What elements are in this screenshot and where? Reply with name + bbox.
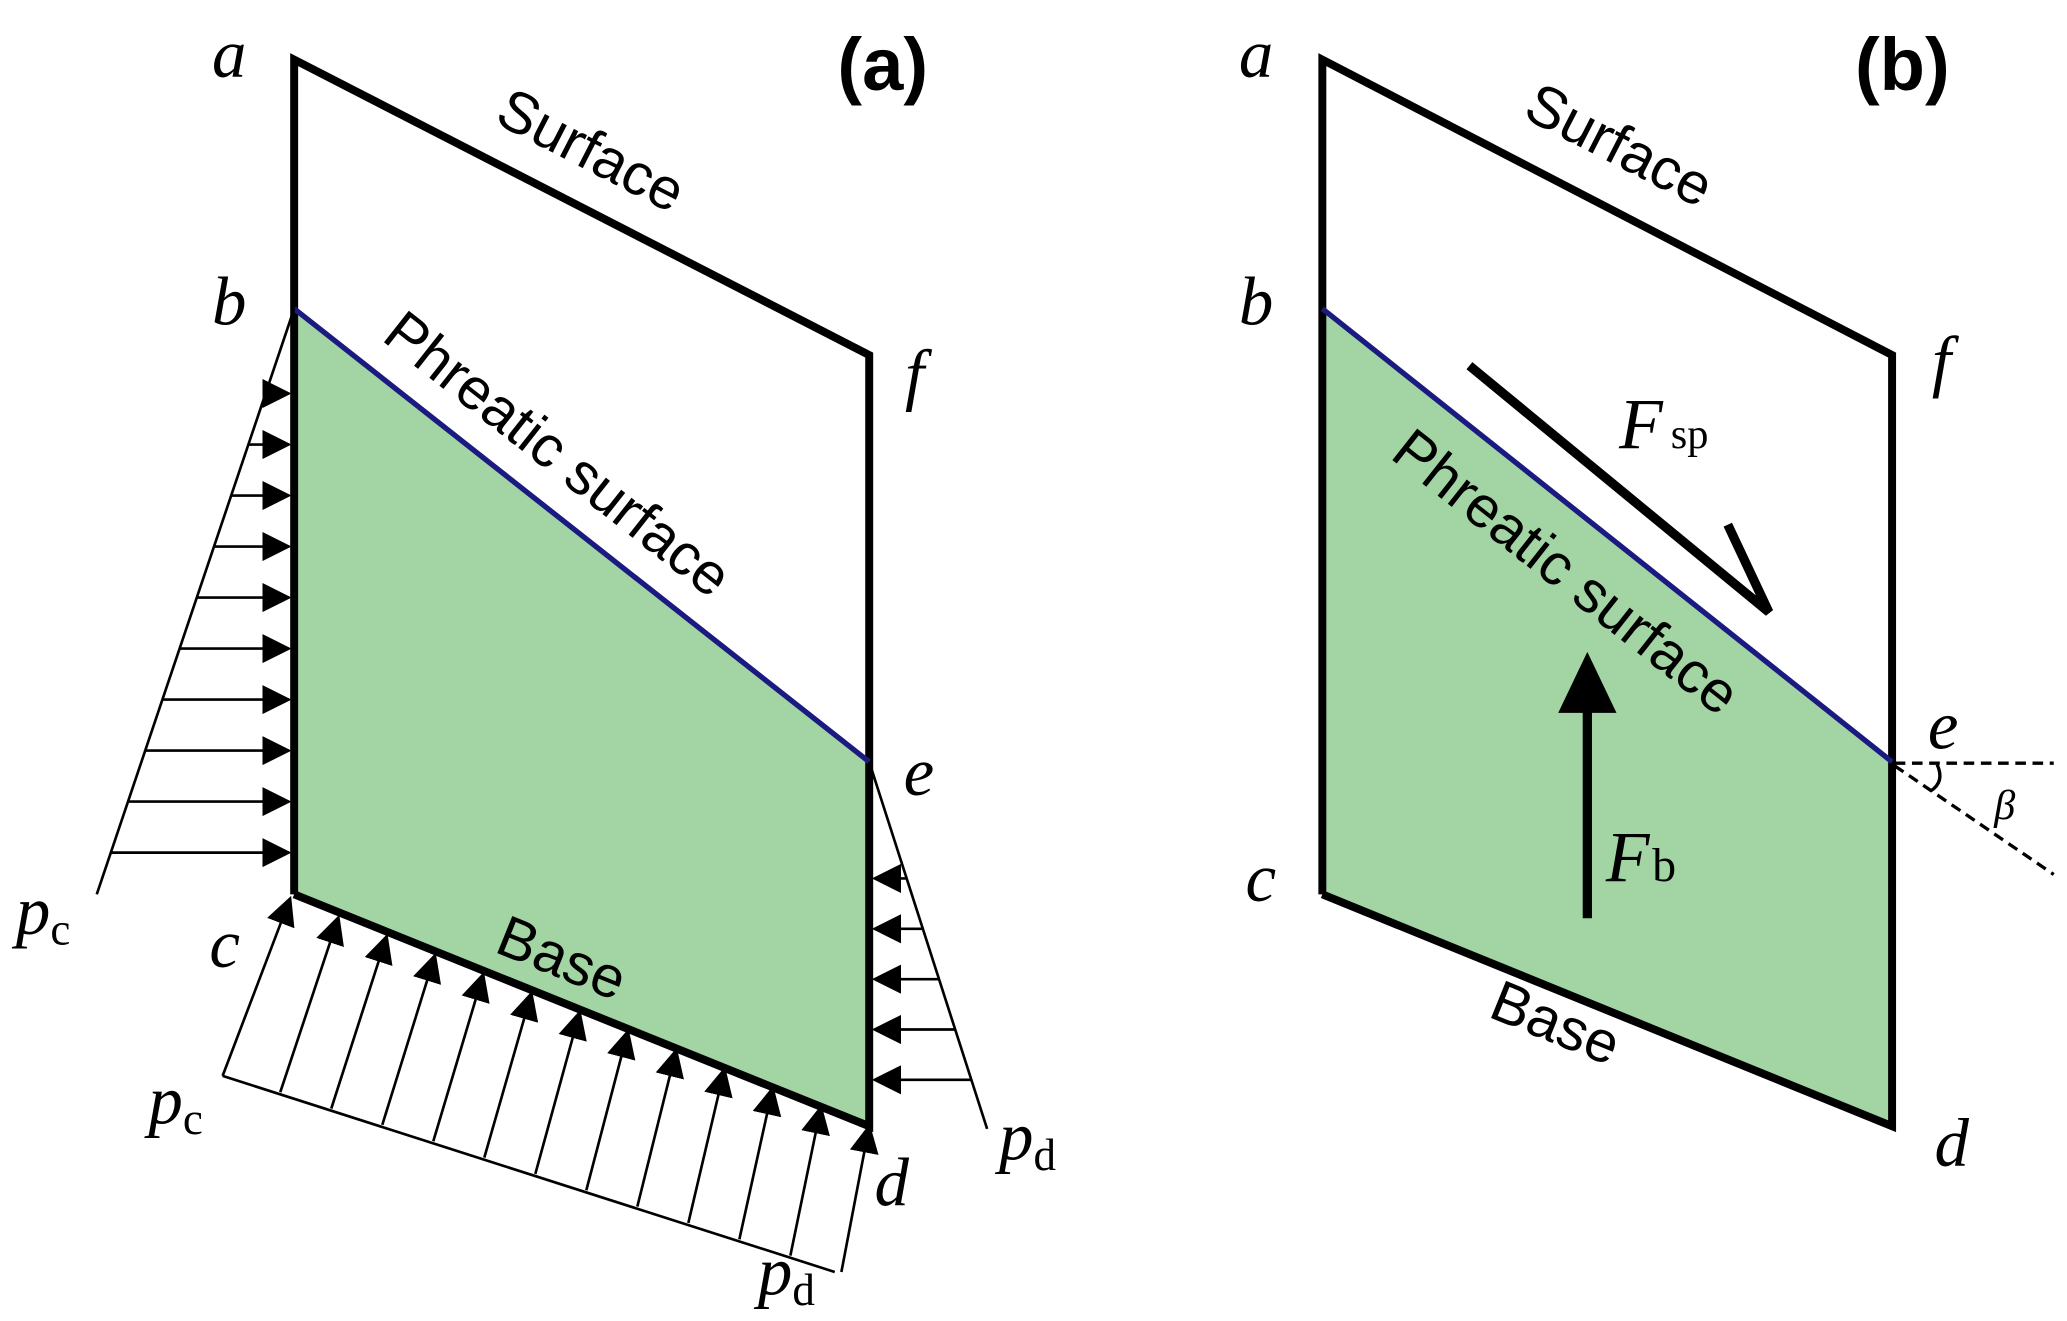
right-pressure-diagram	[867, 761, 989, 1130]
surface-label-b: Surface	[1515, 70, 1723, 220]
point-b: b	[212, 264, 246, 340]
point-c-b: c	[1245, 840, 1276, 916]
buoyancy-force-label: Fb	[1605, 818, 1676, 897]
base-pressure-arrow	[738, 1085, 782, 1240]
panel-b: (b) a b c d e f β Surface Phreatic surfa…	[1239, 16, 2055, 1181]
base-pressure-arrow	[381, 952, 442, 1126]
base-pressure-arrow	[278, 914, 344, 1093]
pressure-label-pc-base: pc	[143, 1063, 202, 1145]
point-f: f	[905, 336, 933, 412]
point-b-b: b	[1239, 264, 1273, 340]
base-pressure-arrow	[789, 1104, 830, 1256]
base-pressure-arrow	[636, 1047, 684, 1207]
base-pressure-diagram	[221, 895, 879, 1274]
pressure-label-pd-base: pd	[753, 1234, 815, 1316]
base-pressure-arrow	[585, 1028, 636, 1191]
base-pressure-arrow	[840, 1123, 879, 1273]
angle-beta-label: β	[1993, 782, 2016, 829]
base-pressure-arrow	[432, 971, 490, 1142]
buoyancy-force-arrow	[1558, 651, 1617, 919]
base-pressure-arrow	[221, 895, 295, 1077]
base-pressure-arrow	[483, 990, 539, 1158]
panel-a: (a) a b c d e f Surface Phreatic surface…	[11, 16, 1056, 1315]
phreatic-extension-line	[1893, 764, 2055, 876]
point-e-b: e	[1928, 688, 1959, 764]
point-e: e	[904, 734, 935, 810]
phreatic-line-b	[1320, 306, 1894, 764]
point-a: a	[212, 16, 246, 92]
point-d-b: d	[1934, 1105, 1969, 1181]
surface-label-a: Surface	[487, 76, 695, 226]
point-f-b: f	[1932, 323, 1960, 399]
left-pressure-diagram	[95, 308, 296, 895]
angle-arc	[1929, 763, 1942, 793]
saturated-zone	[294, 308, 870, 1127]
pressure-label-pd-right: pd	[994, 1098, 1056, 1180]
panel-label-a: (a)	[837, 23, 928, 106]
pressure-label-pc-left: pc	[11, 873, 70, 955]
panel-label-b: (b)	[1855, 23, 1950, 106]
phreatic-line	[292, 306, 871, 764]
saturated-zone-b	[1322, 308, 1893, 1127]
seepage-force-arrow	[1466, 362, 1774, 616]
point-c: c	[209, 906, 240, 982]
base-pressure-arrow	[687, 1066, 733, 1224]
point-a-b: a	[1239, 16, 1273, 92]
base-pressure-arrow	[534, 1009, 587, 1175]
base-pressure-arrow	[330, 933, 393, 1109]
point-d: d	[875, 1145, 910, 1221]
slice-outline-b	[1318, 53, 1897, 1133]
